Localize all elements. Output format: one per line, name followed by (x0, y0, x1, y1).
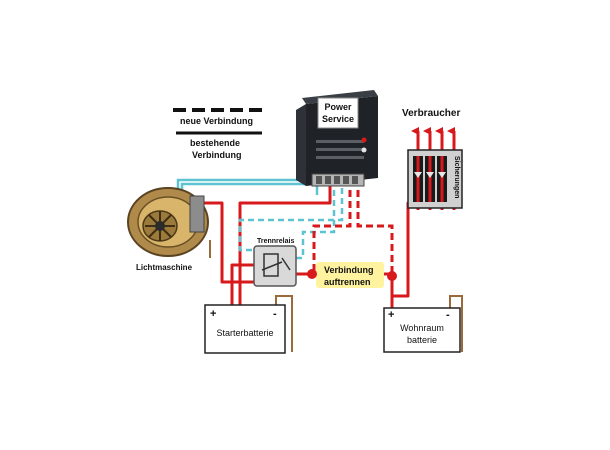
wire-new-power-service-left (312, 190, 352, 272)
consumers-title: Verbraucher (402, 108, 460, 119)
relay-label: Trennrelais (257, 238, 294, 245)
power-service-label-2: Service (322, 114, 354, 124)
relay: Trennrelais (253, 238, 297, 287)
legend-existing-connection-label-2: Verbindung (192, 150, 242, 160)
disconnect-label-2: auftrennen (324, 277, 371, 287)
disconnect-label-1: Verbindung (324, 265, 374, 275)
living-battery-plus: + (388, 309, 394, 321)
wire-living-to-consumers (390, 201, 440, 308)
living-battery-box (383, 307, 461, 353)
consumers: Verbraucher Sicherungen (402, 108, 463, 210)
starter-battery: + - Starterbatterie (204, 304, 286, 354)
disconnect-note: Verbindung auftrennen (307, 262, 397, 288)
starter-battery-label: Starterbatterie (216, 328, 273, 338)
ground-wires (209, 240, 463, 352)
wire-cyan-top (176, 178, 320, 190)
living-battery-label-2: batterie (407, 335, 437, 345)
starter-battery-box (204, 304, 286, 354)
wire-cyan-dashed (238, 188, 344, 252)
relay-box (253, 245, 297, 287)
legend-new-connection-label: neue Verbindung (180, 116, 253, 126)
alternator: Lichtmaschine (127, 187, 209, 272)
alternator-label: Lichtmaschine (136, 263, 193, 272)
legend: neue Verbindung bestehende Verbindung (173, 108, 265, 160)
existing-wires (195, 185, 440, 308)
starter-battery-minus: - (273, 308, 277, 320)
wire-alternator-to-relay (195, 201, 254, 284)
starter-battery-plus: + (210, 308, 216, 320)
living-battery-minus: - (446, 309, 450, 321)
ground-living (449, 295, 463, 352)
living-battery-label-1: Wohnraum (400, 323, 444, 333)
disconnect-point-left (307, 269, 317, 279)
disconnect-point-right (387, 271, 397, 281)
wire-relay-to-starter (230, 263, 254, 305)
new-wires (312, 190, 394, 272)
wire-new-power-service-right (356, 190, 394, 272)
power-service-unit: Power Service (296, 90, 378, 187)
legend-existing-connection-label-1: bestehende (190, 138, 240, 148)
disconnect-highlight (316, 262, 384, 288)
power-service-label-1: Power (324, 102, 352, 112)
wire-power-service-to-starter (238, 185, 332, 305)
wire-cyan-dashed-2 (296, 190, 336, 260)
ground-starter (275, 295, 293, 352)
living-battery: + - Wohnraum batterie (383, 307, 461, 353)
fuses-label: Sicherungen (453, 156, 460, 198)
